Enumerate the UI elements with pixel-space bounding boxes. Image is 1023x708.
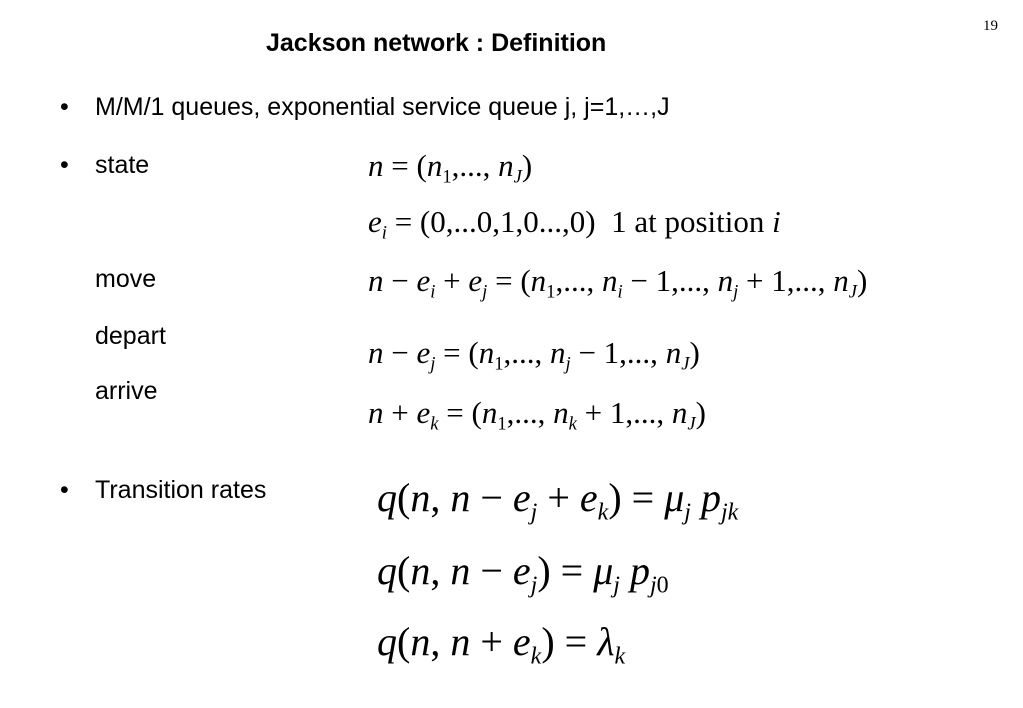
label-move: move <box>95 265 157 293</box>
equation-depart: n − ej = (n1,..., nj − 1,..., nJ) <box>368 335 700 375</box>
slide-title: Jackson network : Definition <box>266 29 607 57</box>
equation-arrive: n + ek = (n1,..., nk + 1,..., nJ) <box>368 395 706 435</box>
equation-unit-vector: ei = (0,...0,1,0...,0) 1 at position i <box>368 204 781 244</box>
label-depart: depart <box>95 322 166 350</box>
bullet-marker: • <box>60 476 69 504</box>
bullet-marker: • <box>60 93 69 121</box>
page-number: 19 <box>983 18 998 34</box>
bullet-transition-rates: Transition rates <box>95 476 267 504</box>
label-arrive: arrive <box>95 377 158 405</box>
equation-state: n = (n1,..., nJ) <box>368 148 533 188</box>
bullet-state: state <box>95 151 150 179</box>
equation-rate-move: q(n, n − ej + ek) = μj pjk <box>377 475 739 526</box>
equation-rate-depart: q(n, n − ej) = μj pj0 <box>377 548 669 599</box>
equation-rate-arrive: q(n, n + ek) = λk <box>377 619 626 670</box>
bullet-mm1-queues: M/M/1 queues, exponential service queue … <box>95 93 670 121</box>
bullet-marker: • <box>60 151 69 179</box>
equation-move: n − ei + ej = (n1,..., ni − 1,..., nj + … <box>368 263 868 303</box>
